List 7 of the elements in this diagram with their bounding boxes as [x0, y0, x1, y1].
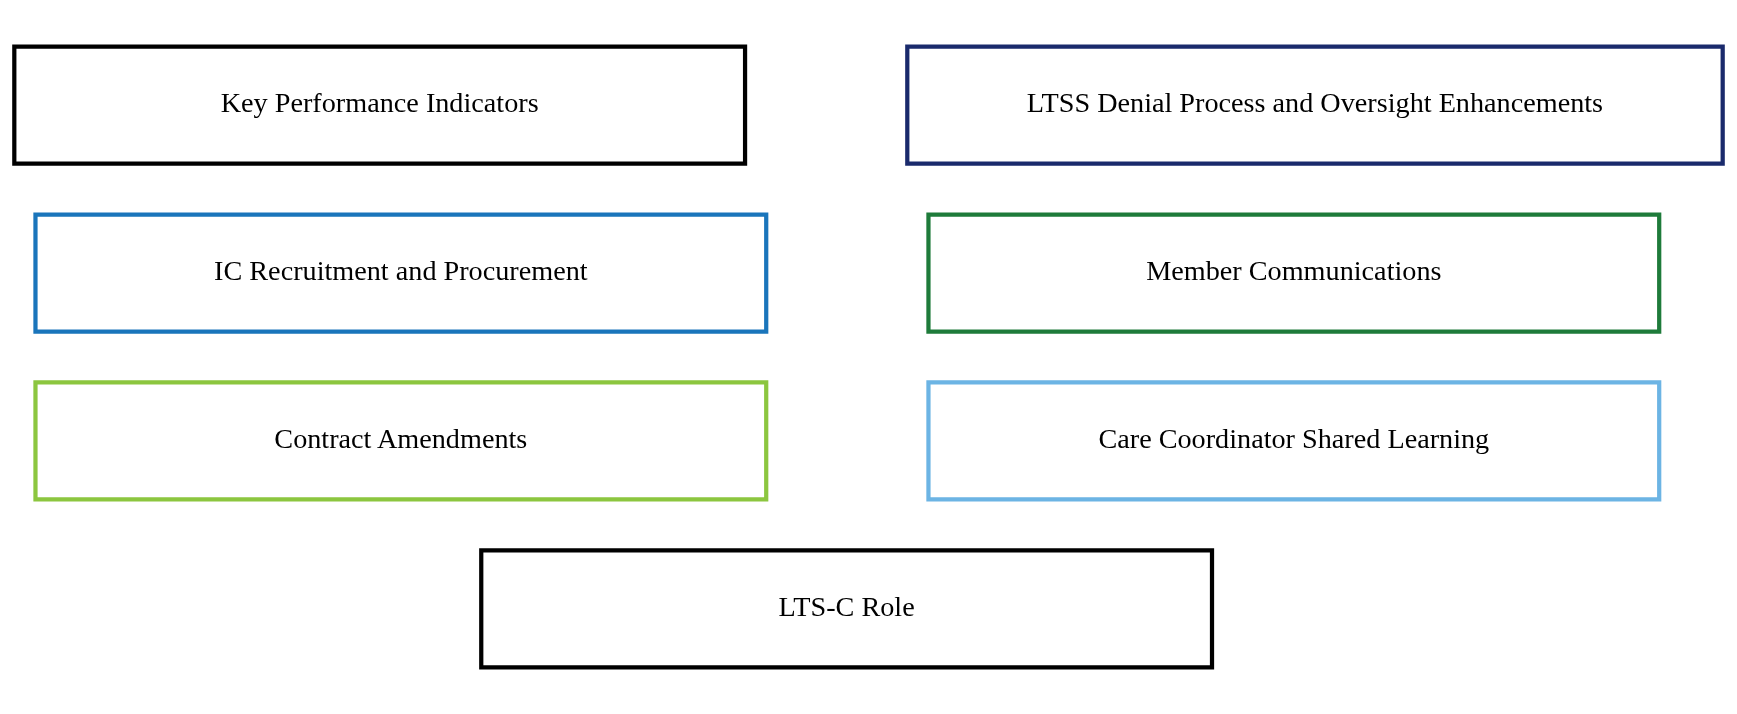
node-box: IC Recruitment and Procurement [33, 212, 769, 334]
node-box: LTS-C Role [479, 548, 1215, 670]
node-box: LTSS Denial Process and Oversight Enhancements [905, 44, 1725, 166]
node-box: Member Communications [926, 212, 1662, 334]
node-box: Contract Amendments [33, 380, 769, 502]
node-box: Key Performance Indicators [12, 44, 748, 166]
node-box: Care Coordinator Shared Learning [926, 380, 1662, 502]
